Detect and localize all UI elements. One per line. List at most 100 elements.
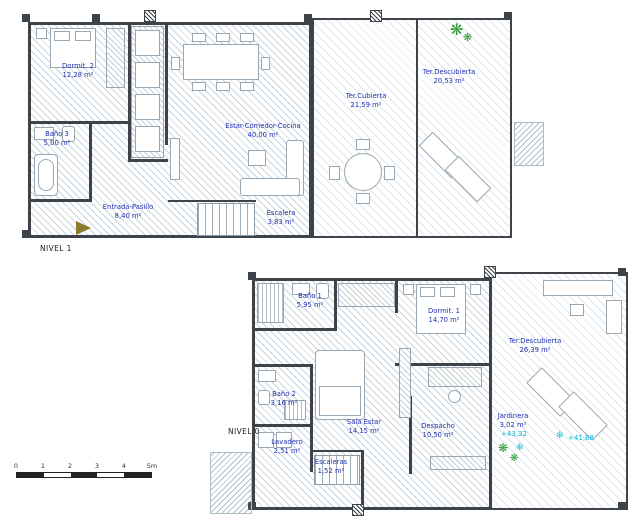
room-label-dormit2: Dormit. 2 12,28 m² bbox=[62, 62, 94, 80]
pillar bbox=[304, 14, 312, 22]
chair bbox=[216, 82, 230, 91]
wall bbox=[255, 328, 337, 331]
pillar bbox=[22, 230, 30, 238]
sink bbox=[292, 283, 310, 295]
wall bbox=[409, 396, 412, 474]
closet bbox=[338, 283, 395, 307]
wall bbox=[128, 159, 168, 162]
room-name: Escalera bbox=[266, 209, 296, 217]
room-area: 3,16 m² bbox=[270, 398, 298, 407]
coffee-table bbox=[248, 150, 266, 166]
wall bbox=[361, 450, 364, 510]
room-area: 26,39 m² bbox=[519, 345, 551, 354]
scale-tick: 5m bbox=[146, 462, 158, 470]
room-area: 2,51 m² bbox=[273, 446, 301, 455]
room-name: Entrada-Pasillo bbox=[102, 203, 154, 211]
washing-machine bbox=[276, 432, 292, 448]
room-area: 5,00 m² bbox=[43, 138, 71, 147]
chair bbox=[356, 139, 370, 150]
room-area: 5,95 m² bbox=[296, 300, 324, 309]
chair bbox=[329, 166, 340, 180]
pillar bbox=[22, 14, 30, 22]
scale-tick: 2 bbox=[67, 462, 73, 470]
elevation-marker-terraza: +41,68 bbox=[568, 434, 594, 442]
level-label-nivel1: NIVEL 1 bbox=[40, 244, 72, 253]
scale-bar-ticks: 0 1 2 3 4 5m bbox=[14, 462, 158, 471]
desk bbox=[428, 367, 482, 387]
pillar bbox=[352, 504, 364, 516]
pillar bbox=[248, 502, 256, 510]
plant-icon: ❋ bbox=[450, 20, 464, 39]
kitchen-appliance bbox=[135, 126, 160, 152]
flower-icon: ✻ bbox=[516, 443, 524, 453]
room-name: Jardinera bbox=[497, 412, 529, 420]
chair bbox=[171, 57, 180, 70]
room-name: Despacho bbox=[421, 422, 455, 430]
room-label-jardinera: Jardinera 3,02 m² bbox=[498, 412, 529, 430]
room-name: Estar-Comedor-Cocina bbox=[225, 122, 301, 130]
room-label-bano1: Baño 1 5,95 m² bbox=[297, 292, 324, 310]
room-area: 1,52 m² bbox=[317, 466, 345, 475]
pillow bbox=[440, 287, 455, 297]
shower bbox=[284, 400, 306, 420]
wall bbox=[168, 200, 256, 202]
wall bbox=[255, 424, 310, 427]
exterior-planter bbox=[210, 452, 252, 514]
scale-tick: 3 bbox=[94, 462, 100, 470]
toilet bbox=[258, 390, 270, 405]
pillar bbox=[370, 10, 382, 22]
wall bbox=[416, 20, 418, 236]
room-label-bano3: Baño 3 5,00 m² bbox=[44, 130, 71, 148]
wall bbox=[89, 124, 92, 202]
room-label-estar: Estar-Comedor-Cocina 40,00 m² bbox=[225, 122, 300, 140]
chair bbox=[192, 33, 206, 42]
scale-bar: 0 1 2 3 4 5m bbox=[14, 462, 158, 480]
pillow bbox=[75, 31, 91, 41]
scale-tick: 1 bbox=[40, 462, 46, 470]
room-name: Baño 1 bbox=[298, 292, 322, 300]
apartment-outline-n0 bbox=[252, 278, 492, 510]
bathtub-inner bbox=[38, 159, 54, 191]
plant-icon: ❋ bbox=[498, 441, 509, 455]
cabinet bbox=[430, 456, 486, 470]
chair bbox=[384, 166, 395, 180]
kitchen-appliance bbox=[135, 30, 160, 56]
scale-segment bbox=[124, 473, 151, 477]
plant-icon: ❋ bbox=[463, 31, 473, 44]
pillar bbox=[248, 272, 256, 280]
wall bbox=[395, 281, 398, 313]
room-label-entrada: Entrada-Pasillo 8,40 m² bbox=[103, 203, 153, 221]
wall bbox=[31, 199, 92, 202]
room-label-lavadero: Lavadero 2,51 m² bbox=[271, 438, 302, 456]
pillow bbox=[420, 287, 435, 297]
round-table bbox=[344, 153, 382, 191]
nightstand bbox=[403, 284, 414, 295]
chair bbox=[216, 33, 230, 42]
elevation-marker-jardinera: +43,32 bbox=[501, 430, 527, 438]
entrance-arrow-icon bbox=[76, 221, 91, 235]
room-name: Ter.Cubierta bbox=[345, 92, 387, 100]
toilet bbox=[316, 283, 329, 299]
room-label-escaleras: Escaleras 1,52 m² bbox=[315, 458, 347, 476]
room-label-dormit1: Dormit. 1 14,70 m² bbox=[428, 307, 460, 325]
wall bbox=[334, 281, 337, 331]
room-label-ter-descubierta-n1: Ter.Descubierta 20,53 m² bbox=[423, 68, 476, 86]
room-name: Sala Estar bbox=[346, 418, 382, 426]
terrace-outline-n1 bbox=[312, 18, 512, 238]
washing-machine bbox=[258, 432, 274, 448]
pillar bbox=[144, 10, 156, 22]
room-label-bano2: Baño 2 3,16 m² bbox=[271, 390, 298, 408]
nightstand bbox=[470, 284, 481, 295]
sink bbox=[34, 127, 54, 140]
scale-segment bbox=[70, 473, 98, 477]
wall bbox=[165, 25, 168, 145]
room-name: Baño 3 bbox=[45, 130, 69, 138]
pillar bbox=[618, 502, 626, 510]
wall bbox=[312, 450, 362, 452]
bench bbox=[543, 280, 613, 296]
wall bbox=[31, 121, 131, 124]
room-name: Ter.Descubierta bbox=[422, 68, 476, 76]
room-label-despacho: Despacho 10,50 m² bbox=[421, 422, 455, 440]
wardrobe bbox=[106, 28, 125, 88]
